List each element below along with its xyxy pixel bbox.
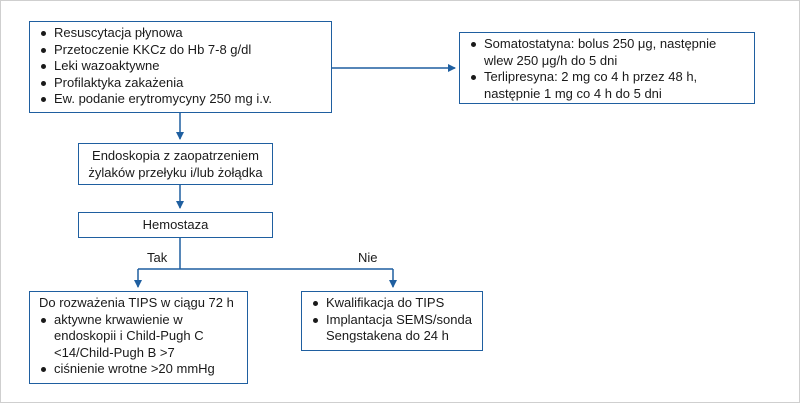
list-item: Implantacja SEMS/sonda Sengstakena do 24… — [311, 312, 476, 345]
list-item: Profilaktyka zakażenia — [39, 75, 323, 92]
list-item: aktywne krwawienie w endoskopii i Child-… — [39, 312, 241, 362]
tips-qualification-list: Kwalifikacja do TIPS Implantacja SEMS/so… — [311, 295, 476, 345]
list-item: Kwalifikacja do TIPS — [311, 295, 476, 312]
tips-consideration-box: Do rozważenia TIPS w ciągu 72 h aktywne … — [29, 291, 248, 384]
list-item: Ew. podanie erytromycyny 250 mg i.v. — [39, 91, 323, 108]
hemostasis-label: Hemostaza — [142, 217, 209, 232]
list-item: Terlipresyna: 2 mg co 4 h przez 48 h, na… — [469, 69, 746, 102]
vasoactive-drugs-box: Somatostatyna: bolus 250 μg, następnie w… — [459, 32, 755, 104]
list-item: Somatostatyna: bolus 250 μg, następnie w… — [469, 36, 746, 69]
initial-management-list: Resuscytacja płynowa Przetoczenie KKCz d… — [39, 25, 323, 108]
tips-qualification-box: Kwalifikacja do TIPS Implantacja SEMS/so… — [301, 291, 483, 351]
endoscopy-text-line1: Endoskopia z zaopatrzeniem — [92, 148, 259, 163]
endoscopy-text-line2: żylaków przełyku i/lub żołądka — [88, 164, 263, 180]
tips-consideration-heading: Do rozważenia TIPS w ciągu 72 h — [39, 295, 234, 310]
list-item: Resuscytacja płynowa — [39, 25, 323, 42]
initial-management-box: Resuscytacja płynowa Przetoczenie KKCz d… — [29, 21, 332, 113]
tips-consideration-list: aktywne krwawienie w endoskopii i Child-… — [39, 312, 241, 378]
branch-label-yes: Tak — [147, 250, 168, 265]
endoscopy-box: Endoskopia z zaopatrzeniem żylaków przeł… — [78, 143, 273, 185]
list-item: Przetoczenie KKCz do Hb 7-8 g/dl — [39, 42, 323, 59]
branch-label-no: Nie — [358, 250, 378, 265]
list-item: ciśnienie wrotne >20 mmHg — [39, 361, 241, 378]
list-item: Leki wazoaktywne — [39, 58, 323, 75]
vasoactive-drugs-list: Somatostatyna: bolus 250 μg, następnie w… — [469, 36, 746, 102]
hemostasis-box: Hemostaza — [78, 212, 273, 238]
